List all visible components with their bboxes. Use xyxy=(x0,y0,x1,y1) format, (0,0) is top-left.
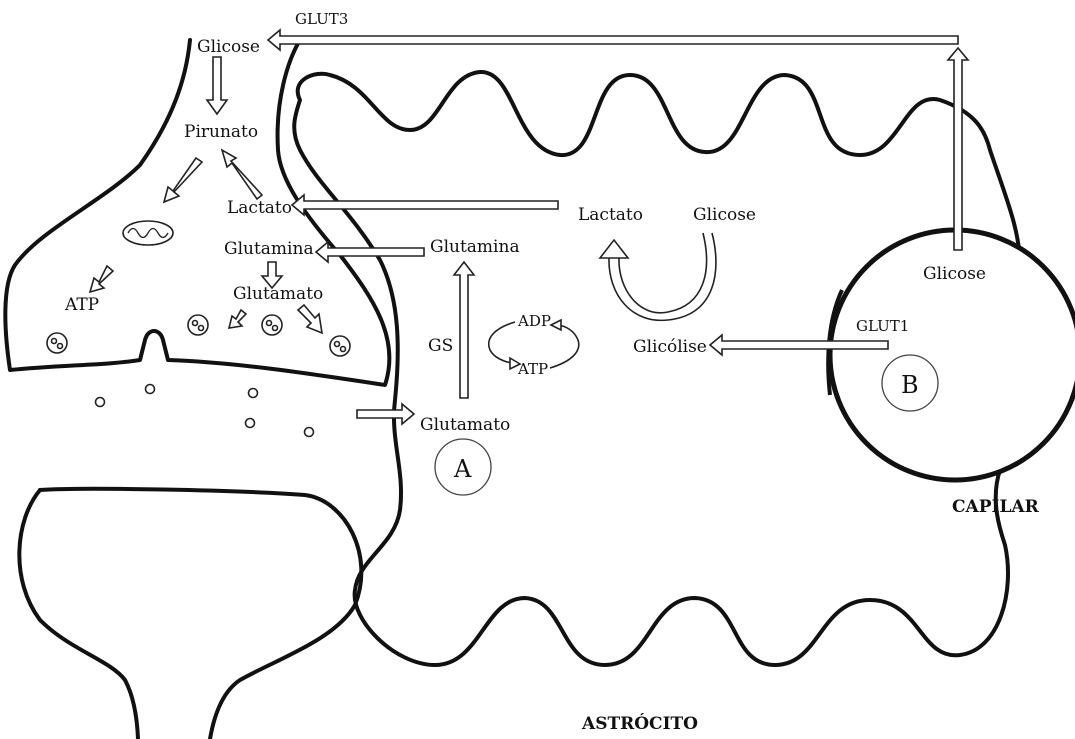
arrow-glutamato-uptake xyxy=(357,404,414,424)
glutamate-molecules xyxy=(96,385,314,437)
label-lactato-neuron: Lactato xyxy=(227,198,292,218)
arrow-lactato-pirunato xyxy=(222,150,262,199)
arrow-pirunato-mito xyxy=(164,158,202,202)
label-glut1: GLUT1 xyxy=(856,317,909,335)
label-glicose-capilar: Glicose xyxy=(923,264,986,284)
label-capilar: CAPILAR xyxy=(952,497,1040,517)
vesicle xyxy=(330,336,350,356)
label-glicose-neuron: Glicose xyxy=(197,37,260,57)
vesicle xyxy=(262,315,282,335)
arrow-glicose-up xyxy=(948,48,968,250)
glicose-lactato-curve xyxy=(600,233,716,320)
label-marker-b: B xyxy=(901,371,919,399)
label-glutamato-astro: Glutamato xyxy=(420,415,510,435)
postsynaptic-neuron xyxy=(40,489,361,739)
label-adp: ADP xyxy=(517,312,551,330)
label-glutamina-astro: Glutamina xyxy=(430,237,520,257)
label-glutamina-neuron: Glutamina xyxy=(224,239,314,259)
arrow-vesicle-left xyxy=(229,310,246,328)
vesicle xyxy=(47,333,67,353)
arrow-glut3 xyxy=(268,30,958,50)
postsynaptic-neuron-left xyxy=(19,490,138,739)
label-atp-neuron: ATP xyxy=(64,295,99,315)
label-glicose-astro: Glicose xyxy=(693,205,756,225)
vesicle xyxy=(188,315,208,335)
label-lactato-astro: Lactato xyxy=(578,205,643,225)
label-atp-astro: ATP xyxy=(517,360,548,378)
label-glut3: GLUT3 xyxy=(295,10,348,28)
arrow-glicose-pirunato xyxy=(207,57,227,114)
mitochondrion xyxy=(123,221,173,245)
arrow-atp-neuron xyxy=(90,266,113,292)
label-glutamato-neuron: Glutamato xyxy=(233,284,323,304)
label-astrocito: ASTRÓCITO xyxy=(581,713,698,734)
label-pirunato: Pirunato xyxy=(184,122,258,142)
label-marker-a: A xyxy=(453,455,472,483)
presynaptic-terminal xyxy=(5,40,389,385)
label-glicolise: Glicólise xyxy=(633,337,707,357)
arrow-vesicle-right xyxy=(298,305,322,333)
label-gs: GS xyxy=(428,336,453,356)
arrow-gs xyxy=(454,262,474,398)
